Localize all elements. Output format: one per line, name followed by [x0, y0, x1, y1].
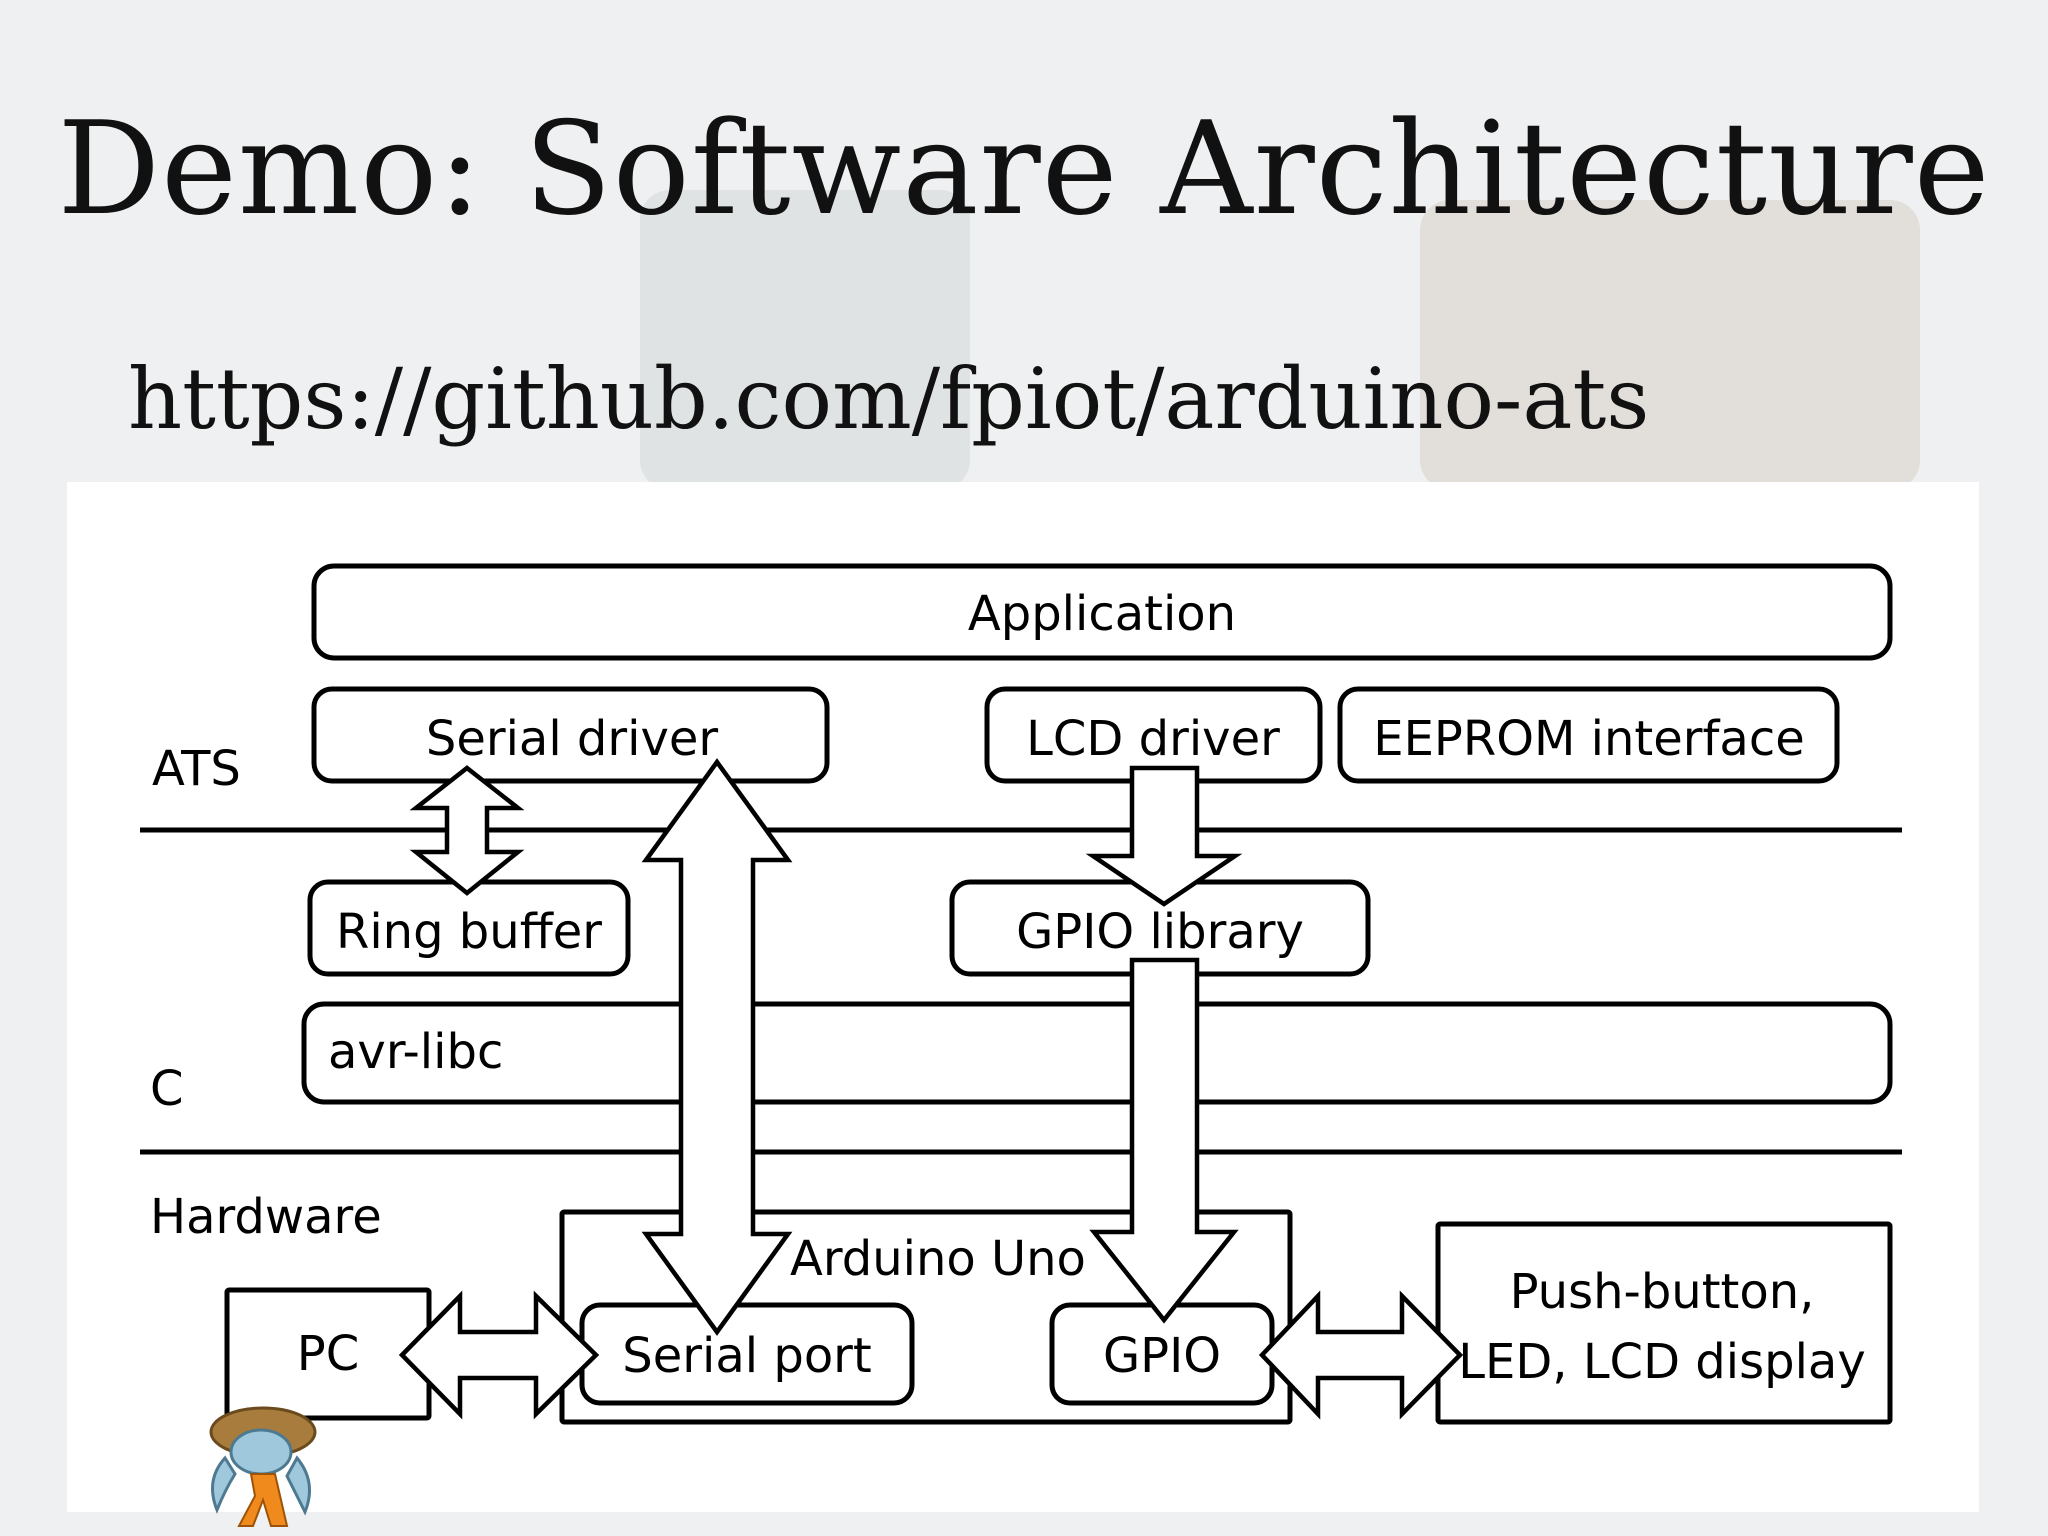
background-photo-right: [1420, 200, 1920, 490]
serial-driver-serial-port-arrow: [641, 758, 793, 1336]
peripherals-box: [1435, 1221, 1893, 1425]
gpio-library-label: GPIO library: [1016, 904, 1304, 960]
layer-label-ats: ATS: [152, 741, 241, 797]
eeprom-interface-label: EEPROM interface: [1373, 711, 1804, 767]
eeprom-interface-box: [1337, 686, 1840, 784]
ats-mascot-icon: [209, 1406, 317, 1527]
arduino-uno-label: Arduino Uno: [790, 1231, 1086, 1287]
layer-label-hardware: Hardware: [150, 1189, 382, 1245]
pc-serial-port-arrow: [398, 1290, 600, 1420]
application-label: Application: [968, 586, 1236, 642]
gpio-peripherals-arrow: [1258, 1290, 1464, 1420]
pc-label: PC: [297, 1326, 359, 1382]
serial-driver-ring-buffer-arrow: [409, 765, 525, 896]
gpio-library-gpio-arrow: [1089, 957, 1239, 1324]
lcd-driver-gpio-library-arrow: [1085, 765, 1243, 907]
avr-libc-label: avr-libc: [328, 1024, 503, 1080]
peripherals-label-line2: LED, LCD display: [1458, 1334, 1865, 1390]
avr-libc-box: [301, 1001, 1893, 1105]
architecture-diagram: ATS C Hardware Application Serial driver…: [140, 563, 1902, 1425]
layer-label-c: C: [150, 1061, 184, 1117]
background-photo-left: [640, 190, 970, 490]
application-box: [311, 563, 1893, 661]
serial-driver-box: [311, 686, 830, 784]
slide-title: Demo: Software Architecture: [57, 95, 1991, 244]
repository-link[interactable]: https://github.com/fpiot/arduino-ats: [128, 350, 1650, 448]
serial-port-label: Serial port: [622, 1328, 871, 1384]
peripherals-label-line1: Push-button,: [1510, 1264, 1815, 1320]
gpio-label: GPIO: [1103, 1328, 1221, 1384]
ring-buffer-label: Ring buffer: [336, 904, 602, 960]
serial-driver-label: Serial driver: [426, 711, 719, 767]
lcd-driver-label: LCD driver: [1026, 711, 1280, 767]
